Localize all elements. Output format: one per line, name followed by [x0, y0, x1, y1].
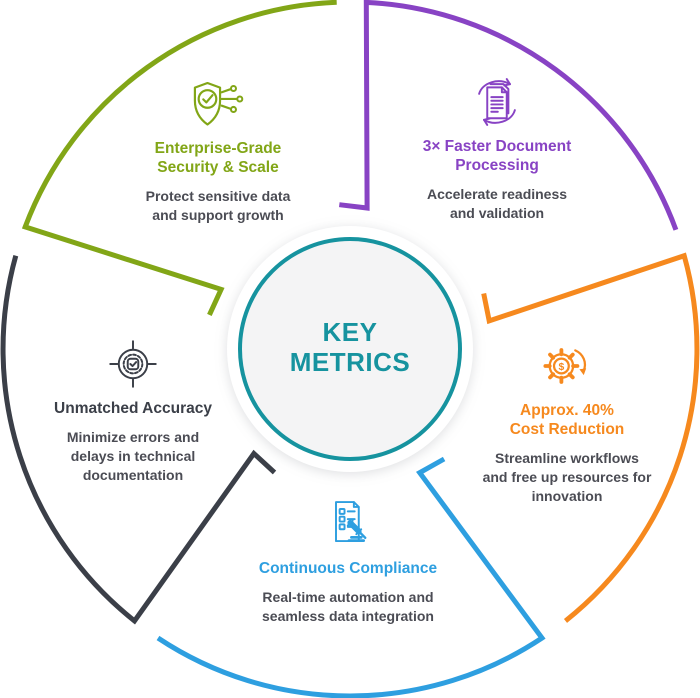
- svg-text:$: $: [559, 362, 565, 373]
- segment-description: Real-time automation and seamless data i…: [262, 589, 434, 624]
- center-circle: [238, 237, 462, 461]
- arc-enterprise-security: [21, 0, 337, 316]
- arc-unmatched-accuracy: [0, 255, 277, 625]
- segment-title: Enterprise-Grade Security & Scale: [154, 140, 282, 176]
- arc-document-processing: [339, 0, 679, 231]
- segment-document-processing: 3× Faster Document Processing Accelerate…: [382, 76, 612, 223]
- center-title-line2: METRICS: [289, 347, 411, 377]
- shield-circuit-icon: [103, 78, 333, 130]
- segment-title: Approx. 40% Cost Reduction: [509, 402, 625, 438]
- segment-description: Accelerate readiness and validation: [426, 186, 568, 221]
- gear-dollar-icon: $: [451, 340, 683, 392]
- segment-cost-reduction: $ Approx. 40% Cost Reduction Streamline …: [451, 340, 683, 506]
- segment-unmatched-accuracy: Unmatched Accuracy Minimize errors and d…: [18, 338, 248, 485]
- segment-title: 3× Faster Document Processing: [422, 138, 572, 174]
- target-accuracy-icon: [18, 338, 248, 390]
- segment-description: Protect sensitive data and support growt…: [145, 188, 291, 223]
- arc-continuous-compliance: [156, 456, 546, 698]
- segment-enterprise-security: Enterprise-Grade Security & Scale Protec…: [103, 78, 333, 225]
- segment-description: Minimize errors and delays in technical …: [66, 429, 200, 483]
- segment-title: Unmatched Accuracy: [54, 400, 212, 417]
- center-title-line1: KEY: [322, 317, 378, 347]
- segment-description: Streamline workflows and free up resourc…: [482, 450, 652, 504]
- segment-continuous-compliance: Continuous Compliance Real-time automati…: [228, 498, 468, 626]
- segment-title: Continuous Compliance: [258, 560, 438, 577]
- document-refresh-icon: [382, 76, 612, 128]
- arc-cost-reduction: [481, 252, 700, 623]
- center-title: KEY METRICS: [240, 247, 460, 447]
- clipboard-gavel-icon: [228, 498, 468, 550]
